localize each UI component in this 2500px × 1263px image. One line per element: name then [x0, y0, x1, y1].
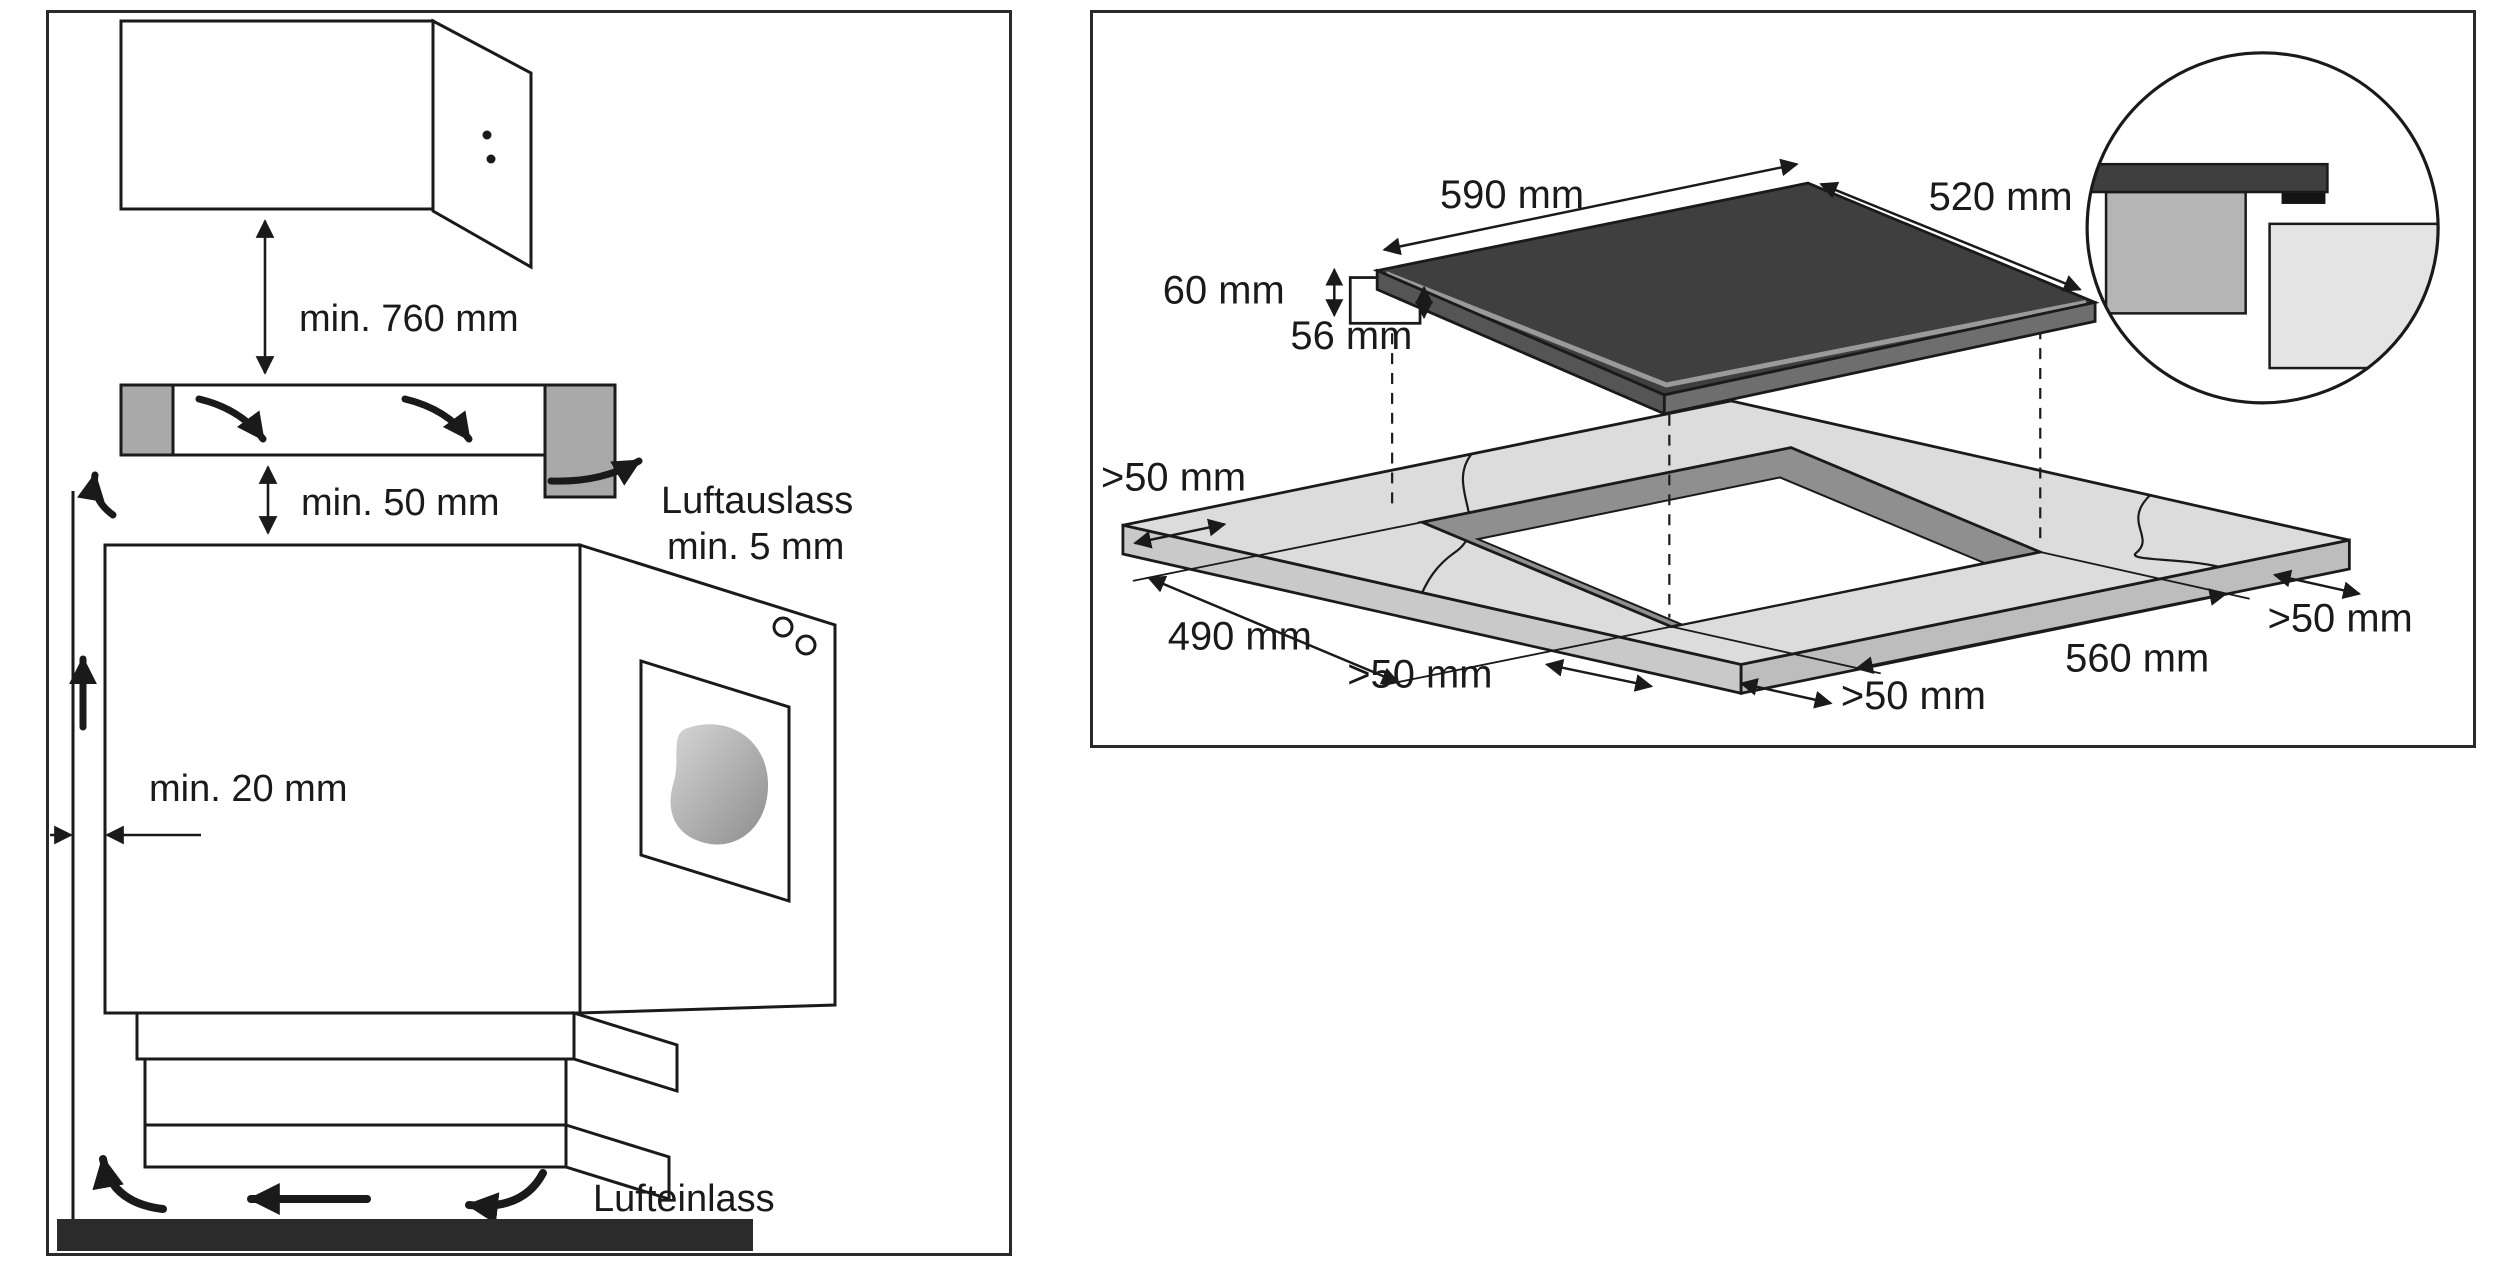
- airflow-curve-arrow-icon: [92, 1155, 167, 1213]
- oven-knob-icon: [772, 616, 794, 638]
- plinth-top-side: [572, 1010, 679, 1094]
- label-clearance-rear-left: >50 mm: [1101, 455, 1246, 499]
- counter-block-left: [119, 383, 175, 457]
- airflow-arrow-icon: [401, 395, 473, 443]
- label-clearance-side-left: >50 mm: [1347, 652, 1492, 696]
- inset-hob-body-block: [2104, 190, 2247, 315]
- cutout-drawing: 590 mm 520 mm 60 mm 56 mm >50 mm 490 mm …: [1101, 51, 2440, 718]
- label-air-outlet-gap: min. 5 mm: [667, 526, 844, 568]
- plinth-bottom-front: [143, 1123, 568, 1169]
- dim-20: min. 20 mm: [50, 491, 347, 1219]
- extension-lines: [1132, 521, 2250, 687]
- inset-glass-edge: [2087, 162, 2329, 194]
- inset-circle-outline: [2085, 51, 2440, 405]
- projection-lines: [1391, 328, 2042, 618]
- hob-dimensions: 590 mm 520 mm 60 mm 56 mm: [1163, 158, 2082, 358]
- label-cutout-width: 560 mm: [2065, 636, 2209, 680]
- label-hob-width: 590 mm: [1440, 173, 1584, 217]
- break-line-left: [1421, 452, 1473, 594]
- plinth: [135, 1010, 679, 1202]
- label-clearance-side-right: >50 mm: [2268, 597, 2413, 641]
- floor-bar: [57, 1219, 753, 1251]
- left-panel-side-view: min. 760 mm min. 50 mm: [46, 10, 1012, 1256]
- hob-rim-highlight: [1385, 271, 2087, 388]
- inset-worktop-block: [2268, 222, 2439, 370]
- oven-knob-icon: [795, 634, 817, 656]
- right-panel-cutout-view: 590 mm 520 mm 60 mm 56 mm >50 mm 490 mm …: [1090, 10, 2476, 748]
- inset-seal-strip: [2281, 192, 2326, 204]
- label-clearance-side-front: >50 mm: [1841, 674, 1986, 718]
- air-outlet-arrow-icon: [547, 457, 643, 486]
- label-air-inlet: Lufteinlass: [593, 1178, 775, 1220]
- cutout-dimensions: >50 mm 490 mm >50 mm >50 mm 560 mm >50 m…: [1101, 455, 2413, 718]
- label-clearance-above: min. 760 mm: [299, 298, 519, 340]
- door-hinge-dot: [486, 154, 496, 164]
- side-view-drawing: min. 760 mm min. 50 mm: [50, 18, 853, 1251]
- label-hob-height-body: 56 mm: [1290, 314, 1412, 358]
- door-hinge-dot: [482, 130, 492, 140]
- countertop: [119, 383, 617, 499]
- airflow-arrow-icon: [195, 395, 267, 443]
- upper-cabinet-front: [119, 19, 435, 211]
- upper-cabinet-door: [431, 18, 533, 270]
- upper-cabinet: [119, 18, 533, 270]
- dim-50: min. 50 mm: [258, 465, 499, 535]
- oven: [103, 542, 837, 1015]
- window-reflection: [670, 724, 769, 845]
- airflow-arrow-icon: [77, 471, 117, 519]
- hob-side-right: [1662, 300, 2097, 416]
- label-hob-depth: 520 mm: [1929, 175, 2073, 219]
- break-line-right: [2133, 494, 2220, 569]
- detail-inset: [2085, 51, 2440, 405]
- label-hob-height-total: 60 mm: [1163, 268, 1285, 312]
- airflow-arrows: [69, 395, 643, 731]
- label-wall-clearance: min. 20 mm: [149, 768, 347, 810]
- dim-760: min. 760 mm: [255, 219, 519, 375]
- label-cutout-depth: 490 mm: [1168, 615, 1312, 659]
- plinth-top-front: [135, 1011, 576, 1061]
- cutout-hole: [1474, 476, 1988, 626]
- label-air-outlet: Luftauslass: [661, 480, 853, 522]
- bottom-airflow-arrows: [92, 1155, 547, 1225]
- label-clearance-hob-oven: min. 50 mm: [301, 482, 499, 524]
- airflow-curve-arrow-icon: [465, 1169, 547, 1225]
- plinth-bottom-side: [564, 1122, 671, 1202]
